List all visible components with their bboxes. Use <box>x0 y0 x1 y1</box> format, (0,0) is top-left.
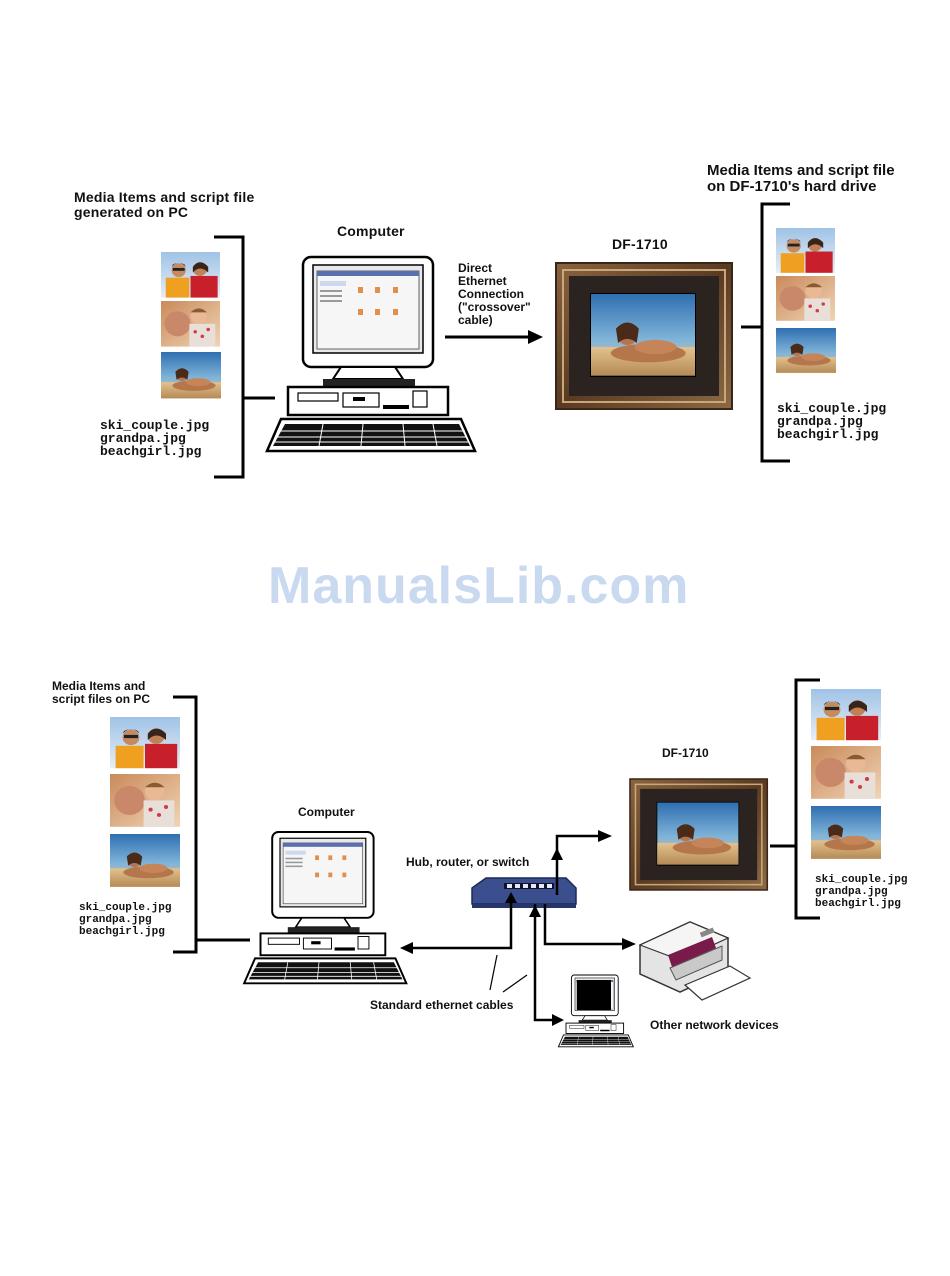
bottom-frame-graphic <box>630 779 767 890</box>
bottom-computer-graphic <box>243 831 408 985</box>
bottom-frame-file-2: grandpa.jpg <box>815 886 888 898</box>
bottom-pc-caption-line-2: script files on PC <box>52 692 151 706</box>
top-connection-label: Direct Ethernet Connection ("crossover" … <box>458 262 531 327</box>
cables-label: Standard ethernet cables <box>370 998 514 1012</box>
bottom-frame-photo-beach <box>811 806 881 859</box>
hub-graphic <box>471 877 577 908</box>
top-right-bracket <box>741 202 790 463</box>
top-frame-photo-ski <box>776 228 835 273</box>
devices-label: Other network devices <box>650 1018 779 1032</box>
top-computer-graphic <box>265 255 477 453</box>
bottom-pc-caption-line-1: Media Items and <box>52 679 146 693</box>
bottom-frame-file-1: ski_couple.jpg <box>815 874 908 886</box>
top-pc-file-1: ski_couple.jpg <box>100 418 210 433</box>
top-left-bracket <box>214 235 275 479</box>
top-frame-file-2: grandpa.jpg <box>777 414 863 429</box>
top-frame-file-1: ski_couple.jpg <box>777 401 887 416</box>
bottom-frame-file-list: ski_couple.jpg grandpa.jpg beachgirl.jpg <box>815 874 907 910</box>
bottom-frame-photo-ski <box>811 689 881 741</box>
top-frame-file-3: beachgirl.jpg <box>777 427 879 442</box>
top-frame-caption: Media Items and script file on DF-1710's… <box>707 163 895 195</box>
bottom-frame-file-3: beachgirl.jpg <box>815 898 901 910</box>
top-pc-caption-line-1: Media Items and script file <box>74 189 255 205</box>
top-pc-file-2: grandpa.jpg <box>100 431 186 446</box>
top-frame-photo-beach <box>776 328 836 373</box>
top-frame-label: DF-1710 <box>612 236 668 252</box>
connection-label-line-4: ("crossover" <box>458 300 531 314</box>
top-computer-label: Computer <box>337 223 405 239</box>
bottom-pc-photo-ski <box>110 717 180 769</box>
bottom-pc-photo-beach <box>110 834 180 887</box>
connection-label-line-5: cable) <box>458 313 493 327</box>
bottom-right-bracket <box>770 678 820 920</box>
hub-label: Hub, router, or switch <box>406 855 530 869</box>
bottom-computer-label: Computer <box>298 805 355 819</box>
printer-graphic <box>638 921 752 1001</box>
top-frame-caption-line-1: Media Items and script file <box>707 162 895 179</box>
bottom-pc-photo-grandpa <box>110 774 180 827</box>
connection-label-line-3: Connection <box>458 287 524 301</box>
bottom-pc-file-2: grandpa.jpg <box>79 914 152 926</box>
top-frame-caption-line-2: on DF-1710's hard drive <box>707 178 877 195</box>
top-frame-file-list: ski_couple.jpg grandpa.jpg beachgirl.jpg <box>777 402 886 441</box>
top-pc-file-3: beachgirl.jpg <box>100 444 202 459</box>
top-frame-photo-grandpa <box>776 276 835 321</box>
top-pc-photo-beach <box>161 352 221 399</box>
watermark: ManualsLib.com <box>268 557 690 615</box>
bottom-left-bracket <box>173 695 250 954</box>
bottom-pc-file-list: ski_couple.jpg grandpa.jpg beachgirl.jpg <box>79 902 171 938</box>
top-pc-caption: Media Items and script file generated on… <box>74 190 254 220</box>
top-pc-photo-ski <box>161 252 220 298</box>
connection-label-line-2: Ethernet <box>458 274 507 288</box>
small-pc-screen <box>577 980 611 1010</box>
bottom-pc-file-1: ski_couple.jpg <box>79 902 172 914</box>
bottom-frame-label: DF-1710 <box>662 746 709 760</box>
bottom-pc-caption: Media Items and script files on PC <box>52 680 150 706</box>
top-pc-caption-line-2: generated on PC <box>74 204 189 220</box>
connection-label-line-1: Direct <box>458 261 493 275</box>
network-cables <box>412 834 623 1022</box>
bottom-pc-file-3: beachgirl.jpg <box>79 926 165 938</box>
bottom-frame-photo-grandpa <box>811 746 881 799</box>
top-frame-graphic <box>556 263 732 409</box>
top-pc-file-list: ski_couple.jpg grandpa.jpg beachgirl.jpg <box>100 419 209 458</box>
top-pc-photo-grandpa <box>161 301 220 347</box>
top-connection-arrow <box>445 330 543 344</box>
network-arrowheads <box>400 830 636 1026</box>
